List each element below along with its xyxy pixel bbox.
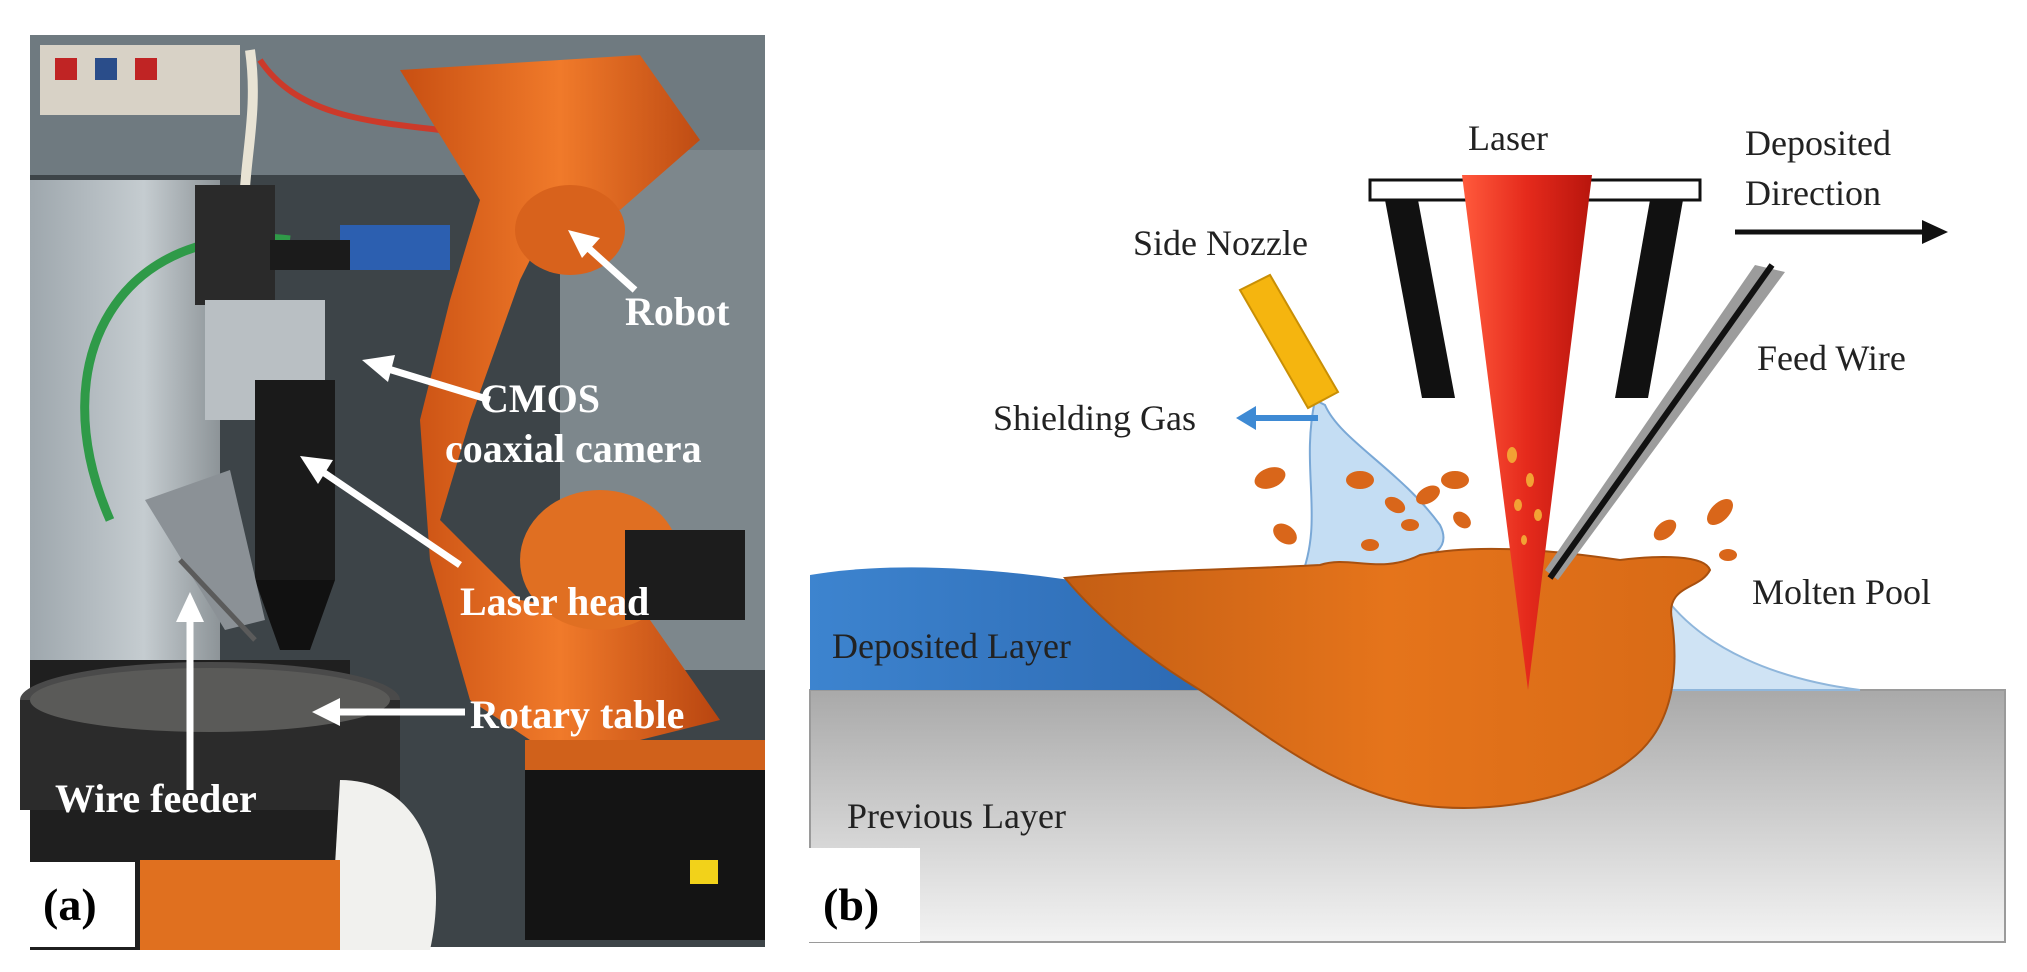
- spatter-drop: [1254, 467, 1286, 489]
- side-nozzle: [1238, 273, 1340, 410]
- spatter-drop: [1653, 519, 1677, 541]
- deposited-direction-label-line1: Deposited: [1745, 123, 1891, 163]
- robot-base: [525, 740, 765, 940]
- panel-b-schematic: Laser Deposited Direction Side Nozzle Fe…: [805, 118, 2006, 943]
- photo-arrows: [176, 230, 638, 790]
- particle: [1534, 509, 1542, 521]
- camera-body: [340, 225, 450, 270]
- cabinet: [30, 180, 220, 660]
- cmos-label-line1: CMOS: [480, 376, 600, 421]
- laser-beam: [1462, 175, 1592, 690]
- panel-a-letter-box: [30, 862, 135, 947]
- panel-indicator: [135, 58, 157, 80]
- laser-head-label: Laser head: [460, 579, 649, 624]
- robot-arm: [400, 55, 720, 760]
- shielding-gas-plume: [1298, 398, 1445, 582]
- spatter-drop: [1416, 485, 1440, 505]
- camera-lens: [270, 240, 350, 270]
- panel-indicator: [55, 58, 77, 80]
- shielding-gas-trail: [1659, 586, 1861, 691]
- shielding-gas-arrow-head: [1236, 406, 1256, 430]
- panel-a-letter: (a): [43, 879, 97, 930]
- robot-base-ring: [525, 740, 765, 770]
- nozzle-housing-right: [1615, 200, 1683, 398]
- panel-b-letter-box: [805, 848, 920, 942]
- spatter-drop: [1384, 496, 1406, 514]
- spatter-drop: [1401, 519, 1419, 531]
- white-cover: [330, 780, 436, 950]
- arrow-head: [300, 456, 333, 484]
- laser-nozzle: [255, 580, 335, 650]
- particle: [1507, 447, 1517, 463]
- feed-wire-label: Feed Wire: [1757, 338, 1906, 378]
- nozzle-housing-left: [1385, 200, 1455, 398]
- laser-head-body: [255, 380, 335, 580]
- particle: [1521, 535, 1527, 545]
- cmos-label-line2: coaxial camera: [445, 426, 702, 471]
- molten-pool-label: Molten Pool: [1752, 572, 1931, 612]
- spatter-drop: [1453, 511, 1471, 529]
- previous-layer-label: Previous Layer: [847, 796, 1066, 836]
- rotary-table-label: Rotary table: [470, 692, 684, 737]
- spatter-drop: [1719, 549, 1737, 561]
- side-nozzle-label: Side Nozzle: [1133, 223, 1308, 263]
- spatter-drop: [1273, 523, 1297, 545]
- robot-arrow: [582, 242, 638, 293]
- spatter-drop: [1441, 471, 1469, 489]
- particle: [1526, 473, 1534, 487]
- panel-a-photo: Robot CMOS coaxial camera Laser head Rot…: [20, 35, 765, 950]
- particle: [1514, 499, 1522, 511]
- wire-guide: [178, 558, 257, 642]
- feed-wire: [1547, 263, 1775, 580]
- arrow-head: [568, 230, 600, 258]
- robot-label: Robot: [625, 289, 730, 334]
- wire-feeder-label: Wire feeder: [55, 776, 257, 821]
- cmos-arrow: [383, 364, 492, 404]
- rotary-table-surface: [30, 668, 390, 732]
- direction-arrow-head: [1922, 220, 1948, 244]
- spatter: [1254, 467, 1737, 561]
- arrow-head: [362, 355, 395, 382]
- orange-base: [140, 860, 340, 950]
- panel-b-letter: (b): [823, 879, 879, 930]
- deposited-direction-label-line2: Direction: [1745, 173, 1881, 213]
- laser-head-arrow: [318, 467, 462, 568]
- laser-label: Laser: [1468, 118, 1548, 158]
- wire-feeder-body: [145, 470, 265, 630]
- arrow-head: [312, 698, 340, 726]
- robot-motor: [625, 530, 745, 620]
- panel-indicator: [95, 58, 117, 80]
- molten-pool: [1063, 547, 1712, 809]
- deposited-layer-label: Deposited Layer: [832, 626, 1071, 666]
- head-mount: [195, 185, 275, 305]
- spatter-drop: [1707, 499, 1733, 525]
- spatter-drop: [1361, 539, 1379, 551]
- shielding-gas-label: Shielding Gas: [993, 398, 1196, 438]
- warning-sticker: [690, 860, 718, 884]
- arrow-head: [176, 592, 204, 622]
- laser-particles: [1507, 447, 1542, 545]
- spatter-drop: [1346, 471, 1374, 489]
